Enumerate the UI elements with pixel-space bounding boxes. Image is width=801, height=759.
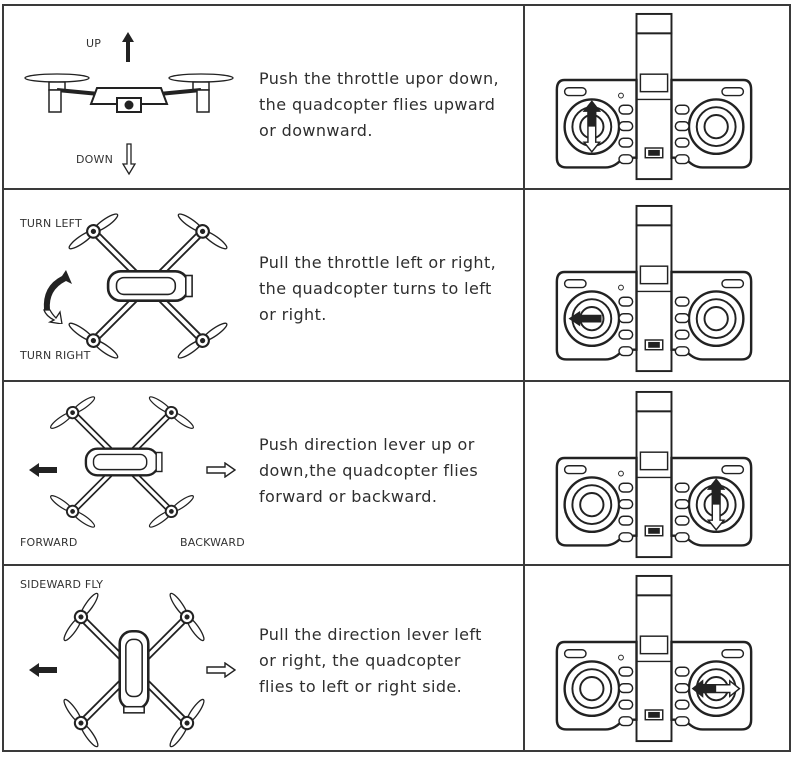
remote-controller-icon xyxy=(555,574,753,743)
drone-front-icon xyxy=(24,73,234,113)
label-backward: BACKWARD xyxy=(180,536,245,549)
drone-top-icon xyxy=(38,386,208,536)
row-forward-backward: FORWARD BACKWARD Push direction lever up… xyxy=(4,380,789,564)
arrow-left-icon xyxy=(29,663,57,677)
instruction-table: UP DOWN Push the throttle upor down xyxy=(2,4,791,752)
arrow-up-icon xyxy=(122,32,134,62)
illustration-up-down: UP DOWN xyxy=(4,6,254,188)
drone-top-icon xyxy=(62,200,252,370)
drone-top-rotated-icon xyxy=(50,586,220,748)
row-up-down: UP DOWN Push the throttle upor down xyxy=(4,6,789,188)
description-turn: Pull the throttle left or right, the qua… xyxy=(259,253,497,324)
label-sideward-fly: SIDEWARD FLY xyxy=(20,578,104,591)
description-up-down: Push the throttle upor down, the quadcop… xyxy=(259,69,499,140)
arrow-backward-icon xyxy=(206,462,236,478)
row-turn: TURN LEFT TURN RIGHT Pull the throttle l… xyxy=(4,188,789,380)
label-down: DOWN xyxy=(76,153,114,166)
column-divider xyxy=(523,382,525,564)
column-divider xyxy=(523,6,525,188)
illustration-forward-backward: FORWARD BACKWARD xyxy=(4,382,254,564)
illustration-turn: TURN LEFT TURN RIGHT xyxy=(4,190,254,380)
rotate-arrow-icon xyxy=(43,270,72,324)
label-turn-left: TURN LEFT xyxy=(20,217,82,230)
column-divider xyxy=(523,190,525,380)
description-sideward: Pull the direction lever left or right, … xyxy=(259,625,482,696)
illustration-sideward: SIDEWARD FLY xyxy=(4,566,254,750)
row-sideward: SIDEWARD FLY Pull the direction lever le… xyxy=(4,564,789,750)
label-up: UP xyxy=(86,37,102,50)
arrow-right-icon xyxy=(206,662,236,678)
remote-controller-icon xyxy=(555,12,753,181)
column-divider xyxy=(523,566,525,750)
arrow-forward-icon xyxy=(29,463,57,477)
remote-controller-icon xyxy=(555,204,753,373)
remote-controller-icon xyxy=(555,390,753,559)
arrow-down-icon xyxy=(121,143,137,176)
label-turn-right: TURN RIGHT xyxy=(20,349,91,362)
label-forward: FORWARD xyxy=(20,536,78,549)
description-forward-backward: Push direction lever up or down,the quad… xyxy=(259,435,479,506)
